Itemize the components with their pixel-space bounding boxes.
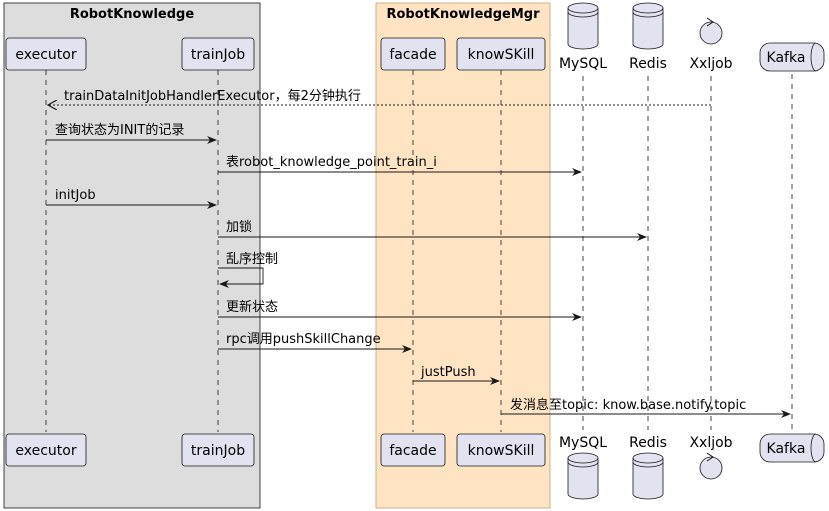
participant-label: Kafka — [767, 441, 806, 457]
message-label: 发消息至topic: know.base.notify.topic — [510, 397, 746, 413]
message-5: 加锁 — [218, 219, 647, 241]
message-1: trainDataInitJobHandlerExecutor，每2分钟执行 — [48, 88, 711, 105]
control-xxljob-bottom: Xxljob — [689, 435, 733, 480]
lifelines — [45, 70, 793, 432]
message-label: 更新状态 — [226, 299, 278, 315]
database-mysql-top: MySQL — [559, 2, 607, 72]
box-title-robot-knowledge-mgr: RobotKnowledgeMgr — [386, 7, 540, 22]
message-10: 发消息至topic: know.base.notify.topic — [501, 397, 791, 418]
participant-label: facade — [389, 443, 436, 459]
box-robot-knowledge — [3, 2, 261, 509]
participant-trainjob-bottom: trainJob — [181, 433, 255, 467]
message-label: justPush — [420, 365, 476, 380]
participant-facade-bottom: facade — [380, 433, 446, 467]
message-2: 查询状态为INIT的记录 — [46, 122, 217, 144]
participant-trainjob-top: trainJob — [181, 37, 255, 71]
message-8: rpc调用pushSkillChange — [218, 332, 412, 353]
message-label: trainDataInitJobHandlerExecutor，每2分钟执行 — [64, 88, 361, 104]
box-title-robot-knowledge: RobotKnowledge — [70, 7, 195, 22]
participant-label: trainJob — [191, 443, 245, 459]
message-6-self: 乱序控制 — [218, 252, 278, 288]
database-mysql-bottom: MySQL — [559, 435, 607, 500]
message-4: initJob — [46, 188, 217, 209]
participant-label: Kafka — [767, 50, 806, 66]
participant-label: executor — [15, 47, 76, 63]
message-7: 更新状态 — [218, 299, 582, 321]
database-redis-top: Redis — [629, 2, 667, 72]
message-3: 表robot_knowledge_point_train_i — [218, 155, 582, 176]
database-redis-bottom: Redis — [629, 435, 667, 500]
participant-label: executor — [15, 443, 76, 459]
participant-label: Xxljob — [689, 56, 732, 72]
participant-label: Xxljob — [689, 435, 732, 451]
box-robot-knowledge-mgr — [375, 2, 551, 509]
message-label: 加锁 — [226, 219, 252, 235]
queue-kafka-bottom: Kafka — [759, 433, 825, 463]
participant-label: Redis — [629, 435, 667, 451]
message-label: 查询状态为INIT的记录 — [55, 122, 184, 138]
participant-label: knowSKill — [468, 443, 535, 459]
participant-label: MySQL — [559, 435, 607, 451]
participant-label: facade — [389, 47, 436, 63]
queue-kafka-top: Kafka — [759, 42, 825, 72]
participant-facade-top: facade — [380, 37, 446, 71]
message-9: justPush — [413, 365, 500, 385]
message-label: rpc调用pushSkillChange — [226, 332, 381, 347]
participant-executor-bottom: executor — [5, 433, 87, 467]
participant-label: MySQL — [559, 56, 607, 72]
message-label: 乱序控制 — [226, 252, 278, 267]
participant-label: trainJob — [191, 47, 245, 63]
participant-label: Redis — [629, 56, 667, 72]
participant-label: knowSKill — [468, 47, 535, 63]
participant-knowskill-top: knowSKill — [456, 37, 546, 71]
control-xxljob-top: Xxljob — [689, 17, 733, 72]
message-label: initJob — [55, 188, 96, 203]
participant-executor-top: executor — [5, 37, 87, 71]
message-label: 表robot_knowledge_point_train_i — [226, 155, 437, 170]
participant-knowskill-bottom: knowSKill — [456, 433, 546, 467]
